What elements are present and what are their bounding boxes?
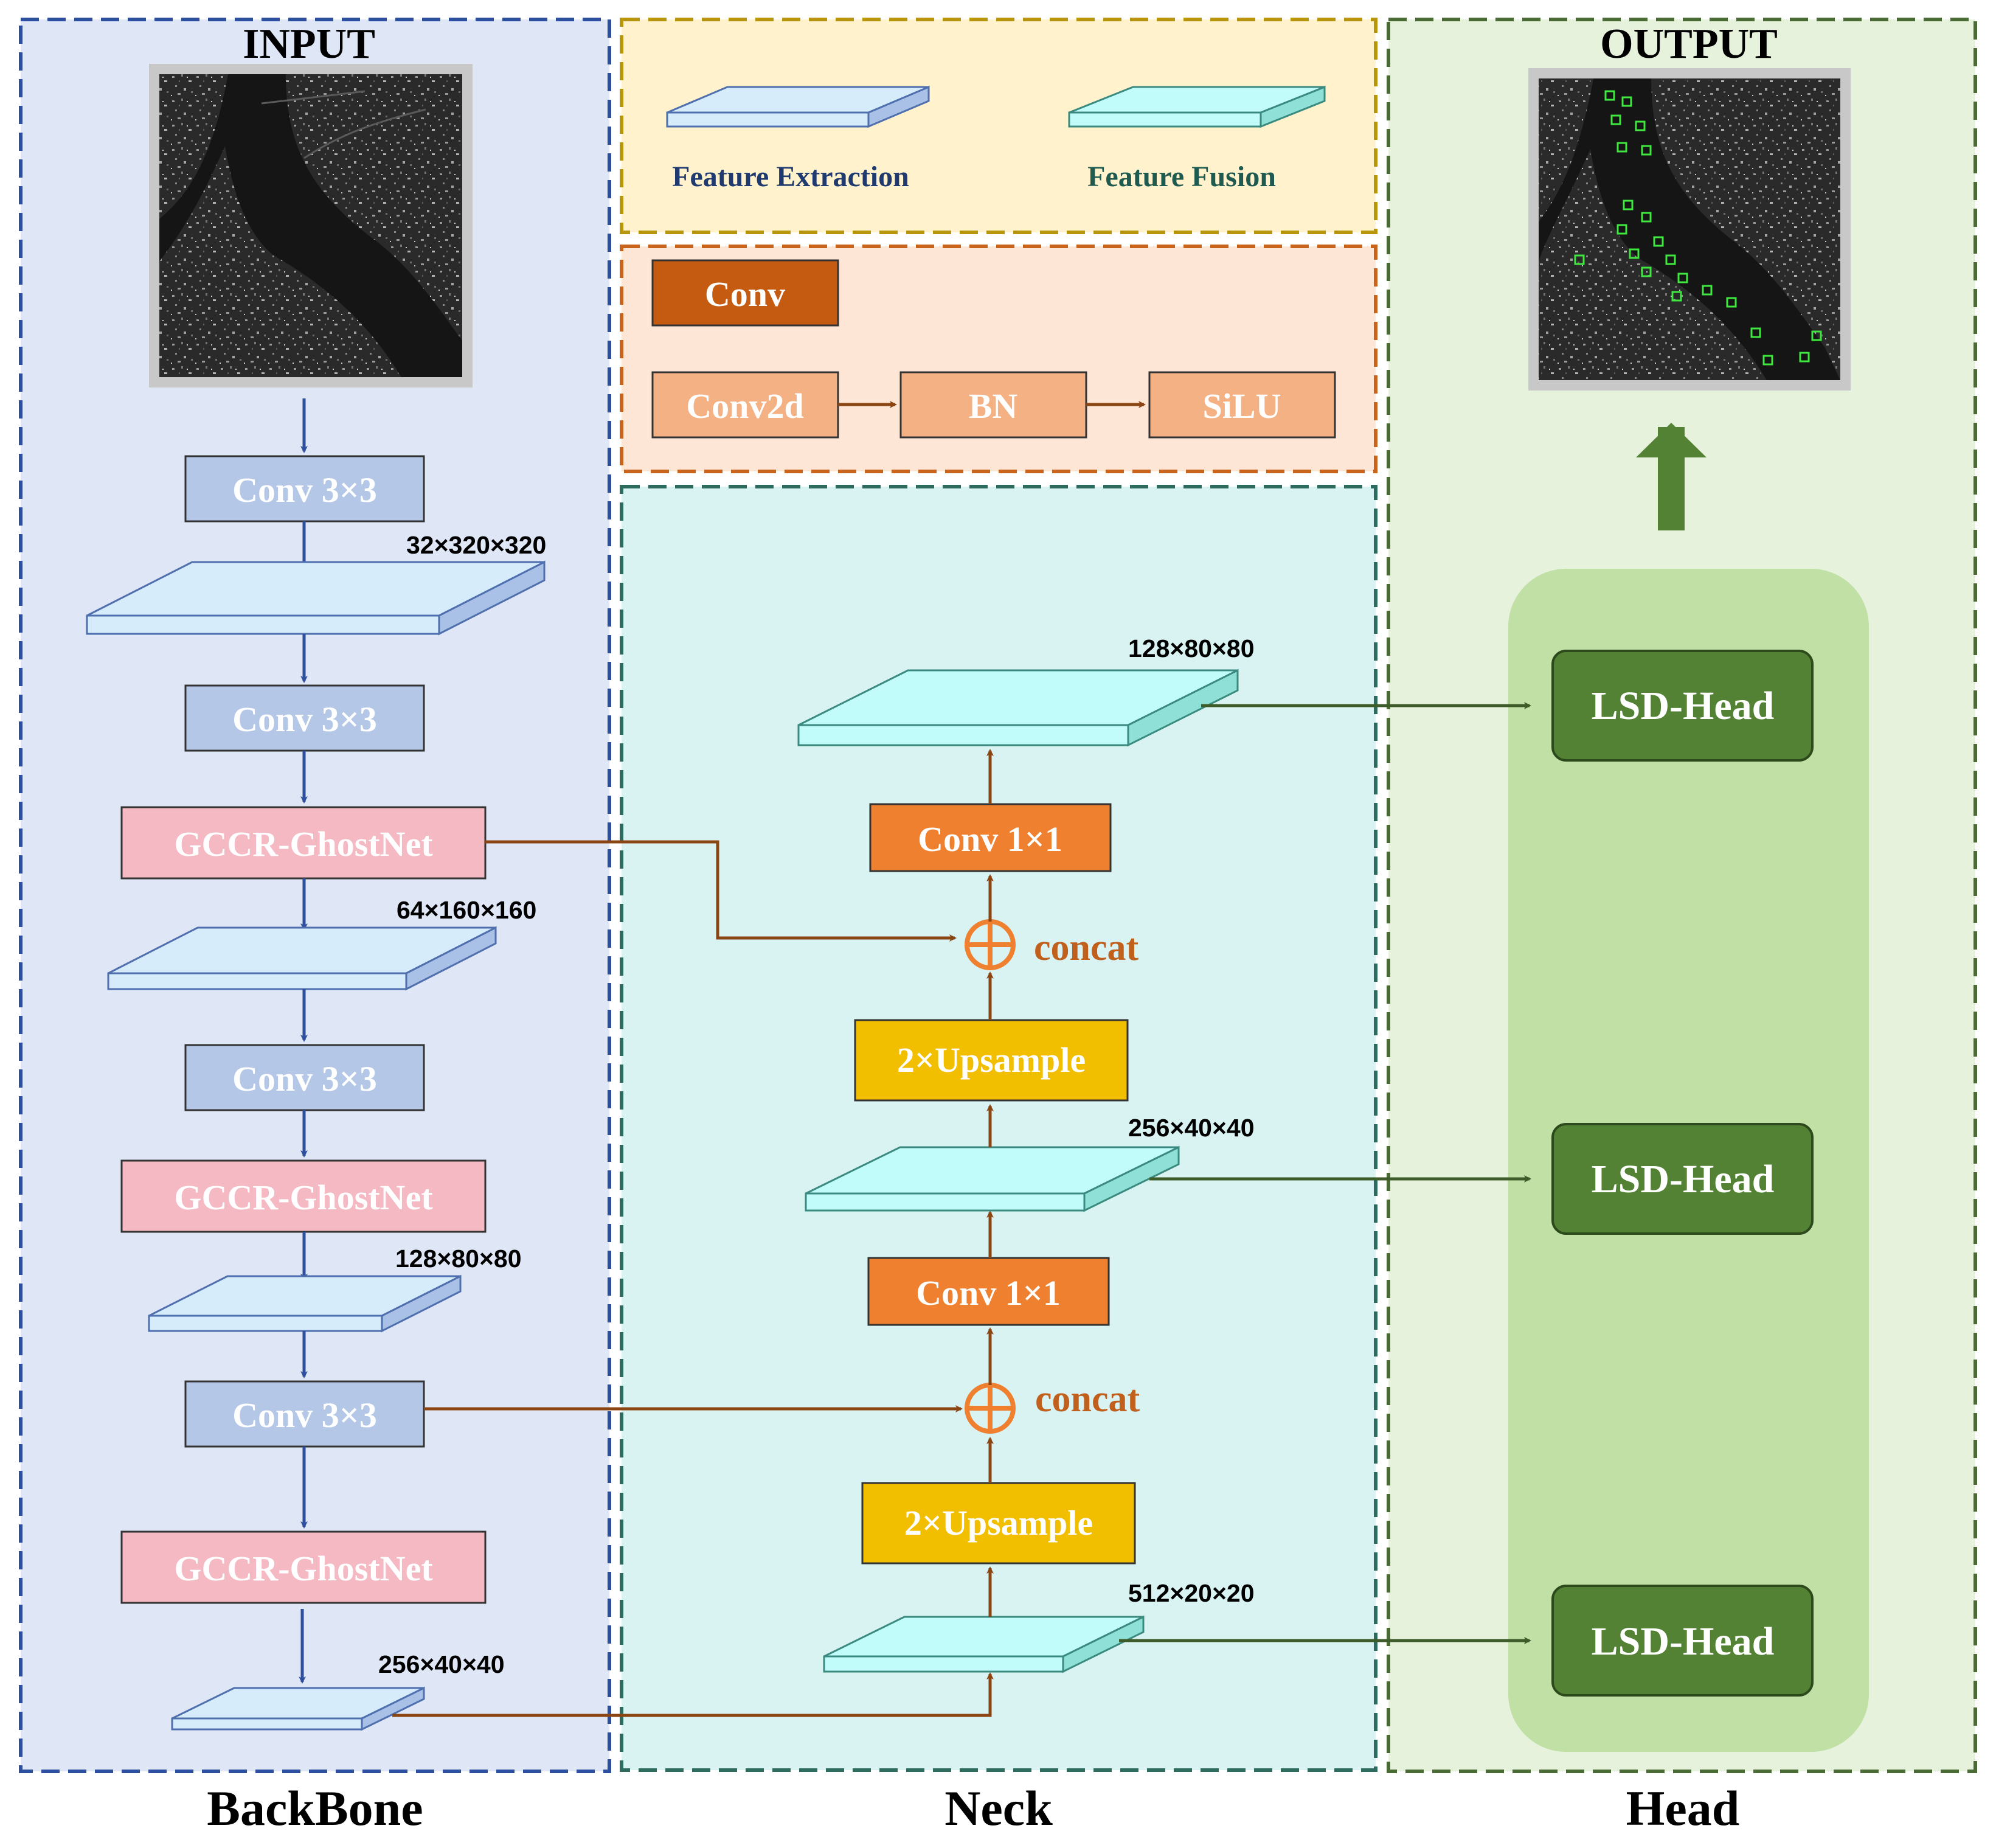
svg-text:64×160×160: 64×160×160	[397, 896, 536, 924]
lsd-head-2: LSD-Head	[1551, 1123, 1814, 1235]
conv-def-conv2d: Conv2d	[651, 371, 839, 439]
legend-feature-fusion-label: Feature Fusion	[1087, 161, 1276, 193]
bb-fm4-to-neck-arrow	[392, 1672, 994, 1717]
svg-text:256×40×40: 256×40×40	[378, 1650, 505, 1678]
svg-text:Conv 1×1: Conv 1×1	[918, 819, 1062, 859]
svg-text:Conv: Conv	[705, 274, 785, 314]
svg-text:128×80×80: 128×80×80	[1128, 634, 1255, 662]
svg-text:BN: BN	[969, 386, 1018, 426]
lsd-head-1: LSD-Head	[1551, 650, 1814, 762]
bb-feature-map-2: 64×160×160	[107, 896, 536, 991]
svg-text:LSD-Head: LSD-Head	[1592, 1619, 1775, 1664]
section-label-backbone: BackBone	[207, 1780, 423, 1836]
section-label-neck: Neck	[944, 1780, 1053, 1836]
legend-feature-fusion: Feature Fusion	[1068, 85, 1326, 193]
svg-text:GCCR-GhostNet: GCCR-GhostNet	[174, 1549, 433, 1588]
input-title: INPUT	[243, 21, 375, 68]
bb-conv1: Conv 3×3	[184, 455, 425, 523]
svg-text:2×Upsample: 2×Upsample	[904, 1503, 1093, 1543]
bb-conv4: Conv 3×3	[184, 1380, 425, 1448]
svg-text:128×80×80: 128×80×80	[395, 1245, 522, 1273]
bb-feature-map-4: 256×40×40	[171, 1650, 505, 1731]
neck-concat-bottom-label: concat	[1035, 1378, 1140, 1420]
svg-text:Conv 3×3: Conv 3×3	[232, 470, 377, 510]
bb-gccr-ghostnet-1: GCCR-GhostNet	[120, 806, 487, 880]
bb-gccr-ghostnet-2: GCCR-GhostNet	[120, 1159, 487, 1233]
svg-text:32×320×320: 32×320×320	[406, 531, 546, 559]
svg-text:Conv2d: Conv2d	[686, 386, 803, 426]
input-sar-image	[149, 64, 473, 387]
neck-concat-top-label: concat	[1034, 927, 1139, 968]
bb-gccr-ghostnet-3: GCCR-GhostNet	[120, 1530, 487, 1604]
neck-conv1x1-top: Conv 1×1	[869, 803, 1112, 872]
svg-text:Conv 3×3: Conv 3×3	[232, 700, 377, 739]
conv-def-silu: SiLU	[1148, 371, 1336, 439]
output-title: OUTPUT	[1600, 21, 1778, 68]
neck-feature-map-bottom: 512×20×20	[823, 1579, 1255, 1673]
svg-text:LSD-Head: LSD-Head	[1592, 1157, 1775, 1201]
svg-text:Conv 3×3: Conv 3×3	[232, 1059, 377, 1099]
svg-text:256×40×40: 256×40×40	[1128, 1114, 1255, 1142]
svg-text:2×Upsample: 2×Upsample	[897, 1040, 1086, 1080]
conv-def-bn: BN	[899, 371, 1087, 439]
legend-feature-extraction: Feature Extraction	[666, 85, 930, 193]
neck-feature-map-top: 128×80×80	[797, 634, 1255, 747]
neck-upsample-bottom: 2×Upsample	[861, 1482, 1136, 1565]
neck-upsample-top: 2×Upsample	[854, 1019, 1129, 1102]
detection-boxes	[1574, 90, 1822, 366]
output-detection-image	[1528, 68, 1851, 391]
bb-gccr1-to-concat-arrow	[485, 840, 957, 942]
svg-text:LSD-Head: LSD-Head	[1592, 684, 1775, 728]
neck-concat-top: concat	[965, 919, 1139, 970]
conv-def-conv: Conv	[651, 259, 839, 327]
output-up-arrow	[1636, 423, 1707, 530]
neck-conv1x1-bottom: Conv 1×1	[867, 1257, 1110, 1326]
svg-text:512×20×20: 512×20×20	[1128, 1579, 1255, 1607]
bb-feature-map-1: 32×320×320	[86, 531, 546, 636]
lsd-head-3: LSD-Head	[1551, 1585, 1814, 1697]
svg-text:GCCR-GhostNet: GCCR-GhostNet	[174, 824, 433, 864]
bb-conv2: Conv 3×3	[184, 684, 425, 752]
bb-conv3: Conv 3×3	[184, 1044, 425, 1111]
section-label-head: Head	[1626, 1780, 1740, 1836]
neck-feature-map-mid: 256×40×40	[805, 1114, 1255, 1212]
svg-text:Conv 1×1: Conv 1×1	[916, 1273, 1061, 1313]
bb-feature-map-3: 128×80×80	[148, 1245, 522, 1333]
legend-feature-extraction-label: Feature Extraction	[672, 161, 909, 193]
svg-text:GCCR-GhostNet: GCCR-GhostNet	[174, 1178, 433, 1217]
svg-text:Conv 3×3: Conv 3×3	[232, 1395, 377, 1435]
svg-text:SiLU: SiLU	[1203, 386, 1281, 426]
